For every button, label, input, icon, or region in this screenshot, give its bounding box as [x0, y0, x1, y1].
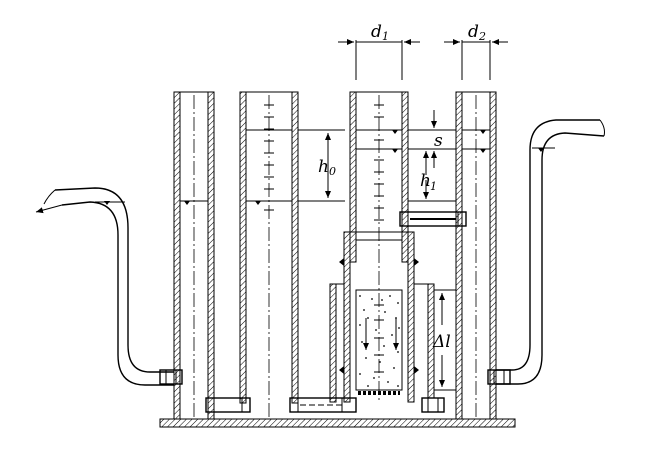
soil-sample [355, 289, 403, 395]
s-dimension: s [408, 110, 456, 168]
tube-3 [349, 91, 409, 400]
base-plate [159, 418, 516, 428]
d1-dimension: d 1 [338, 22, 420, 80]
h0-label: h [318, 157, 329, 177]
h1-dimension: h 1 [408, 151, 456, 202]
tube-2 [239, 91, 299, 419]
delta-l-dimension: Δl [432, 289, 456, 391]
h1-subscript: 1 [430, 180, 437, 193]
d2-subscript: 2 [478, 30, 486, 43]
tube-1 [173, 91, 215, 420]
tube-4 [455, 91, 497, 420]
inner-guide-tube [329, 283, 435, 403]
h0-subscript: 0 [329, 165, 336, 178]
delta-l-label: Δl [432, 332, 451, 352]
h1-label: h [420, 171, 431, 191]
right-inflow-pipe [487, 119, 605, 385]
h0-dimension: h 0 [298, 129, 345, 202]
bottom-connector [205, 397, 445, 413]
d1-label: d [371, 22, 382, 42]
left-outflow-pipe [35, 187, 183, 386]
d2-dimension: d 2 [444, 22, 508, 80]
d1-subscript: 1 [382, 30, 389, 43]
sample-sleeve [339, 231, 419, 403]
s-label: s [434, 131, 443, 151]
d2-label: d [468, 22, 479, 42]
